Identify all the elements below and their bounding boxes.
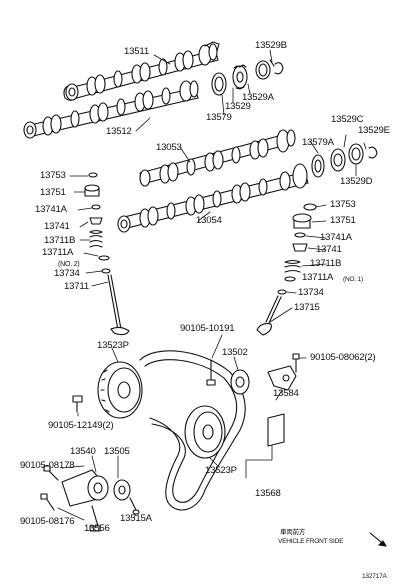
- label-13579-top: 13579: [206, 112, 232, 123]
- camshaft-13053-drawing: [139, 129, 296, 187]
- label-13753-right: 13753: [330, 199, 356, 210]
- label-13751-right: 13751: [330, 215, 356, 226]
- label-13715: 13715: [294, 302, 320, 313]
- label-13523p-top: 13523P: [97, 340, 129, 351]
- label-13711: 13711: [64, 281, 89, 292]
- label-13523p-bottom: 13523P: [205, 465, 237, 476]
- valve-stack-left-drawing: [84, 172, 130, 336]
- gear-assembly-top-drawing: [211, 59, 284, 96]
- label-90105-08062: 90105-08062(2): [310, 352, 376, 363]
- timing-belt-drawing: [40, 350, 300, 532]
- label-90105-10191: 90105-10191: [180, 323, 235, 334]
- label-13741a-left: 13741A: [35, 204, 67, 215]
- label-13734-right: 13734: [298, 287, 324, 298]
- label-13568: 13568: [255, 488, 281, 499]
- label-13529c: 13529C: [331, 114, 364, 125]
- label-13734-left: 13734: [54, 268, 80, 279]
- label-13711a-right: 13711A: [302, 272, 334, 283]
- label-13540: 13540: [70, 446, 96, 457]
- label-13711a-left: 13711A: [42, 247, 74, 258]
- label-90105-08176: 90105-08176: [20, 516, 75, 527]
- label-13751-left: 13751: [40, 187, 66, 198]
- label-13529-top: 13529: [225, 101, 251, 112]
- label-13502: 13502: [222, 347, 248, 358]
- label-no2: (NO. 2): [58, 261, 80, 268]
- label-13515a: 13515A: [120, 513, 152, 524]
- camshaft-13511-drawing: [63, 41, 220, 101]
- label-13556: 13556: [84, 523, 110, 534]
- label-90105-12149: 90105-12149(2): [48, 420, 114, 431]
- label-13512: 13512: [106, 126, 132, 137]
- label-13741-left: 13741: [44, 221, 70, 232]
- label-13584: 13584: [273, 388, 299, 399]
- label-13753-left: 13753: [40, 170, 66, 181]
- label-13711b-right: 13711B: [310, 258, 342, 269]
- label-13529a-top: 13529A: [242, 92, 274, 103]
- label-13711b-left: 13711B: [44, 235, 76, 246]
- direction-note-en: VEHICLE FRONT SIDE: [278, 538, 344, 545]
- camshaft-13512-drawing: [23, 80, 199, 139]
- label-no1: (NO. 1): [343, 276, 363, 283]
- valve-stack-right-drawing: [256, 203, 317, 336]
- label-90105-08178: 90105-08178: [20, 460, 75, 471]
- camshaft-13054-drawing: [117, 163, 309, 233]
- direction-note-jp: 車両前方: [280, 529, 306, 536]
- gear-assembly-right-drawing: [311, 143, 378, 178]
- front-arrow-drawing: [369, 532, 387, 547]
- label-13741a-right: 13741A: [320, 232, 352, 243]
- label-13054: 13054: [196, 215, 222, 226]
- label-13529b: 13529B: [255, 40, 287, 51]
- leader-lines-drawing: [57, 49, 367, 531]
- label-13505: 13505: [104, 446, 130, 457]
- label-13529d: 13529D: [340, 176, 373, 187]
- label-13741-right: 13741: [316, 244, 342, 255]
- diagram-id: 132717A: [362, 573, 387, 580]
- label-13053: 13053: [156, 142, 182, 153]
- label-13511: 13511: [124, 46, 149, 57]
- label-13579a: 13579A: [302, 137, 334, 148]
- label-13529e: 13529E: [358, 125, 390, 136]
